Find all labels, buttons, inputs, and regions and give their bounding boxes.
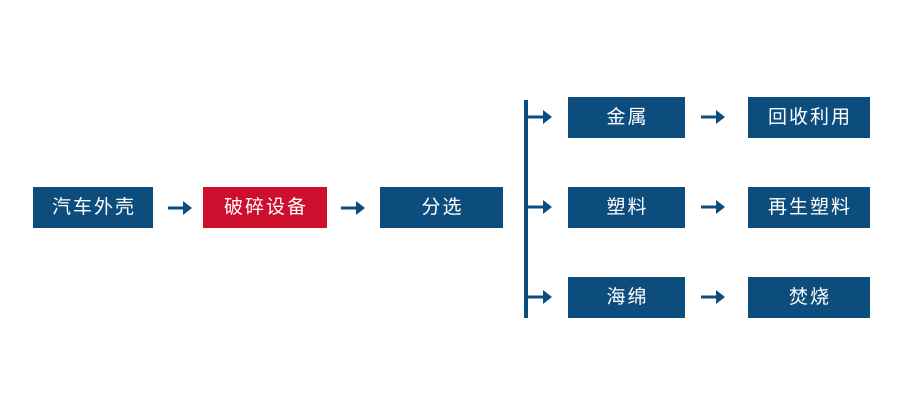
arrow-input-to-crusher xyxy=(168,197,192,219)
arrow-bus-to-metal xyxy=(528,106,552,128)
arrow-sponge-to-incineration xyxy=(701,286,725,308)
node-sorting[interactable]: 分选 xyxy=(380,187,503,228)
arrow-crusher-to-sorting xyxy=(341,197,365,219)
arrow-metal-to-recycle xyxy=(701,106,725,128)
node-crusher[interactable]: 破碎设备 xyxy=(203,187,327,228)
node-sponge[interactable]: 海绵 xyxy=(568,277,685,318)
node-sponge-output[interactable]: 焚烧 xyxy=(748,277,870,318)
node-sponge-output-label: 焚烧 xyxy=(788,286,831,308)
node-metal-output-label: 回收利用 xyxy=(767,106,852,128)
node-sorting-label: 分选 xyxy=(421,196,464,218)
node-metal[interactable]: 金属 xyxy=(568,97,685,138)
arrow-plastic-to-regranulate xyxy=(701,196,725,218)
node-input-label: 汽车外壳 xyxy=(51,196,136,218)
node-plastic-label: 塑料 xyxy=(606,196,649,218)
node-metal-label: 金属 xyxy=(606,106,649,128)
branch-bus-line xyxy=(524,100,528,318)
node-input[interactable]: 汽车外壳 xyxy=(33,187,153,228)
node-plastic-output-label: 再生塑料 xyxy=(767,196,852,218)
node-plastic[interactable]: 塑料 xyxy=(568,187,685,228)
arrow-bus-to-plastic xyxy=(528,196,552,218)
node-crusher-label: 破碎设备 xyxy=(223,196,308,218)
node-metal-output[interactable]: 回收利用 xyxy=(748,97,870,138)
arrow-bus-to-sponge xyxy=(528,286,552,308)
node-plastic-output[interactable]: 再生塑料 xyxy=(748,187,870,228)
node-sponge-label: 海绵 xyxy=(606,286,649,308)
